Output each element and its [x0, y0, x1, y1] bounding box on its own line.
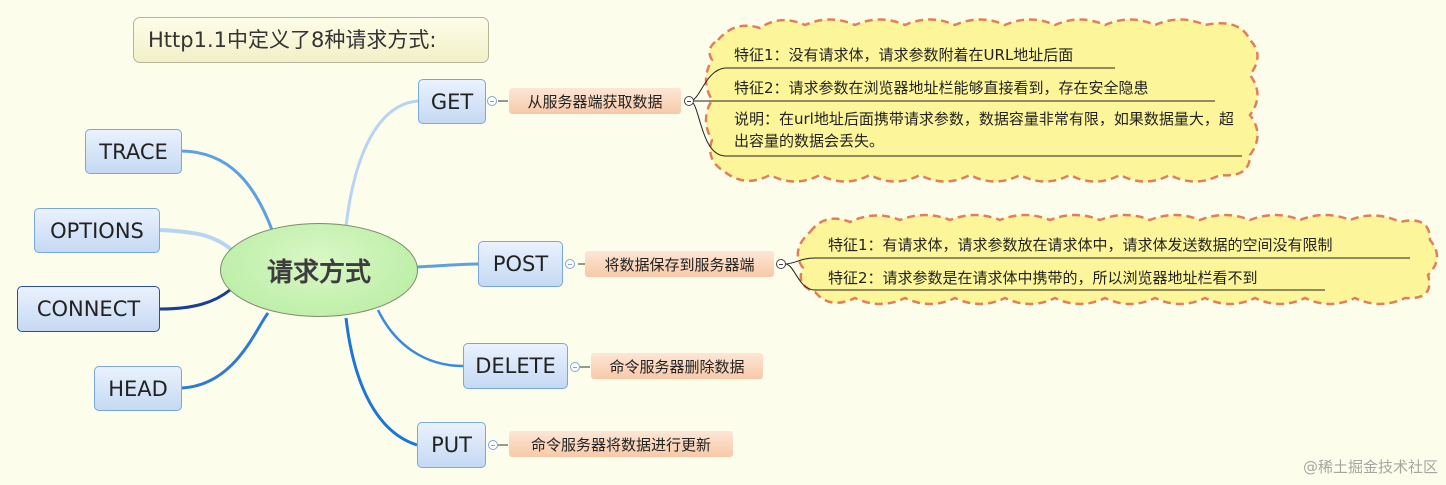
collapse-toggle-icon[interactable] — [570, 362, 580, 372]
central-topic[interactable]: 请求方式 — [220, 223, 418, 317]
node-delete[interactable]: DELETE — [463, 343, 568, 389]
diagram-title: Http1.1中定义了8种请求方式: — [133, 17, 489, 63]
node-head[interactable]: HEAD — [94, 366, 182, 411]
get-description[interactable]: 从服务器端获取数据 — [509, 88, 681, 114]
get-note-2: 特征2：请求参数在浏览器地址栏能够直接看到，存在安全隐患 — [734, 79, 1149, 97]
delete-description[interactable]: 命令服务器删除数据 — [591, 353, 763, 379]
put-description[interactable]: 命令服务器将数据进行更新 — [509, 431, 733, 457]
node-trace[interactable]: TRACE — [85, 129, 182, 174]
post-note-1: 特征1：有请求体，请求参数放在请求体中，请求体发送数据的空间没有限制 — [828, 236, 1333, 254]
get-note-1: 特征1：没有请求体，请求参数附着在URL地址后面 — [734, 46, 1074, 64]
node-post[interactable]: POST — [478, 241, 563, 287]
collapse-toggle-icon[interactable] — [487, 96, 497, 106]
get-note-3: 说明：在url地址后面携带请求参数，数据容量非常有限，如果数据量大，超出容量的数… — [734, 110, 1234, 150]
node-options[interactable]: OPTIONS — [34, 208, 160, 253]
collapse-toggle-icon[interactable] — [488, 440, 498, 450]
node-connect[interactable]: CONNECT — [17, 286, 160, 332]
node-put[interactable]: PUT — [417, 422, 486, 468]
collapse-toggle-icon[interactable] — [776, 259, 786, 269]
collapse-toggle-icon[interactable] — [684, 96, 694, 106]
watermark: @稀土掘金技术社区 — [1302, 458, 1438, 476]
node-get[interactable]: GET — [418, 79, 486, 124]
post-description[interactable]: 将数据保存到服务器端 — [585, 251, 774, 277]
collapse-toggle-icon[interactable] — [565, 259, 575, 269]
post-note-2: 特征2：请求参数是在请求体中携带的，所以浏览器地址栏看不到 — [828, 269, 1258, 287]
